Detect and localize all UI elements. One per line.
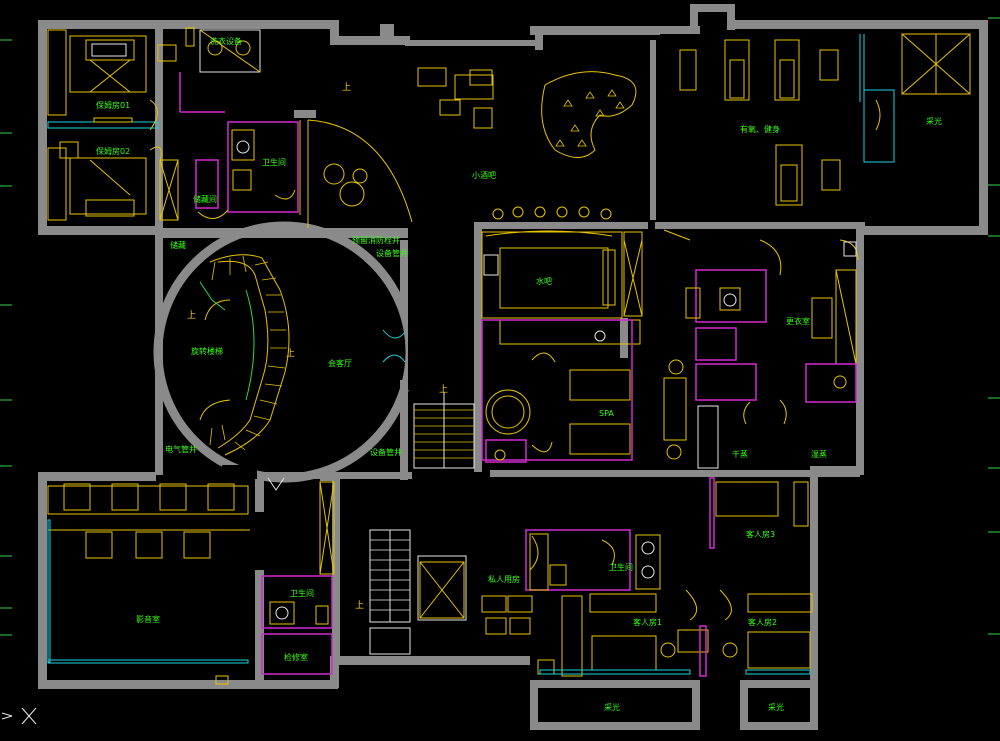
arrow-up-bottom: 上 xyxy=(355,600,364,611)
label-light-well-top: 采光 xyxy=(926,116,942,126)
label-bath-left: 卫生间 xyxy=(262,157,286,167)
label-bath-bottom: 卫生间 xyxy=(290,588,314,598)
label-theater: 影音室 xyxy=(136,614,160,624)
walls xyxy=(38,4,988,730)
changing-room xyxy=(663,229,859,469)
label-reception-hall: 会客厅 xyxy=(328,358,352,368)
label-small-bar: 小酒吧 xyxy=(472,171,496,180)
arrow-up-left: 上 xyxy=(187,310,196,321)
label-shaft-top: 预留消防栓井 xyxy=(352,235,400,245)
bar-counter xyxy=(481,230,643,345)
left-bath xyxy=(159,120,301,221)
ucs-icon xyxy=(1,707,37,725)
label-storage-corner: 储藏 xyxy=(170,240,186,250)
spiral-staircase xyxy=(199,254,290,456)
theater-seating xyxy=(47,483,250,685)
label-light-well-2: 采光 xyxy=(768,702,784,712)
label-aerobic-fitness: 有氧、健身 xyxy=(740,124,780,134)
room-labels: 保姆房01 保姆房02 洗衣设备 卫生间 储藏间 小酒吧 有氧、健身 采光 储藏… xyxy=(96,36,942,712)
label-nanny-room-01: 保姆房01 xyxy=(96,100,130,110)
label-inspection: 检修室 xyxy=(284,652,308,662)
label-spa: SPA xyxy=(599,409,614,418)
label-electric-shaft: 电气管井 xyxy=(165,444,197,454)
arrow-up-stair: 上 xyxy=(439,384,448,395)
label-equip-shaft-bottom: 设备管井 xyxy=(370,447,402,457)
fitness-equipment xyxy=(679,33,971,206)
label-wet-steam: 湿蒸 xyxy=(811,449,827,459)
label-shaft-equip-top: 设备管井 xyxy=(376,248,408,258)
service-stairs xyxy=(369,392,475,655)
label-nanny-room-02: 保姆房02 xyxy=(96,146,130,156)
label-private-dining: 私人用房 xyxy=(488,574,520,584)
label-guest-room-2: 客人房2 xyxy=(748,617,777,627)
label-light-well-1: 采光 xyxy=(604,702,620,712)
label-dry-steam: 干蒸 xyxy=(732,449,748,459)
label-guest-room-1: 客人房1 xyxy=(633,617,662,627)
margin-ticks xyxy=(0,17,1000,636)
bottom-bath xyxy=(261,481,335,675)
arrow-up-top: 上 xyxy=(342,82,351,93)
label-changing-room: 更衣室 xyxy=(786,316,810,326)
label-laundry: 洗衣设备 xyxy=(210,36,242,46)
label-stair-hall: 旋转楼梯 xyxy=(191,346,223,356)
lounge-furniture xyxy=(307,67,637,228)
label-bar: 水吧 xyxy=(536,276,552,286)
guest-wing xyxy=(481,477,813,677)
label-storage-left: 储藏间 xyxy=(193,194,217,204)
label-bath-right: 卫生间 xyxy=(609,562,633,572)
arrow-up-spiral: 上 xyxy=(286,348,295,359)
spa-area xyxy=(481,319,687,463)
rotunda xyxy=(153,221,416,491)
label-guest-room-3: 客人房3 xyxy=(746,529,775,539)
nanny-rooms xyxy=(47,27,261,221)
